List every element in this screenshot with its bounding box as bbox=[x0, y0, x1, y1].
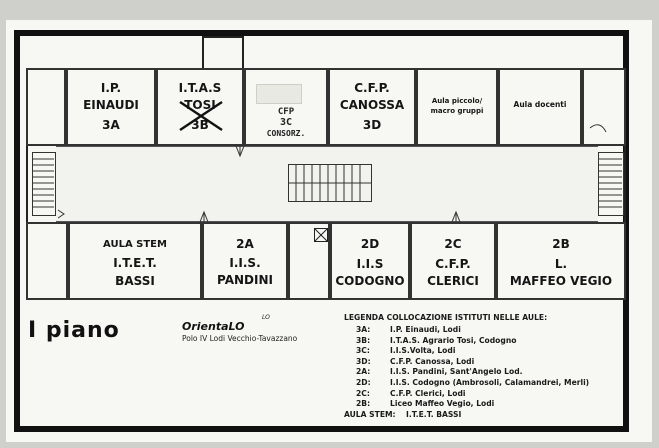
room-3a-code: 3A bbox=[102, 118, 120, 132]
room-3b-code: 3B bbox=[191, 118, 209, 132]
room-3a-line2: EINAUDI bbox=[83, 98, 139, 112]
room-aula-stem-line1: AULA STEM bbox=[103, 239, 167, 250]
utility-room-bottom-left bbox=[26, 222, 68, 300]
room-2c-line2: C.F.P. bbox=[435, 257, 471, 271]
room-2b-line2: L. bbox=[554, 257, 568, 271]
room-2c-line3: CLERICI bbox=[427, 274, 479, 288]
legend-value: I.P. Einaudi, Lodi bbox=[390, 325, 461, 334]
stair-entry-top bbox=[202, 36, 244, 70]
legend-value: I.T.E.T. BASSI bbox=[406, 409, 462, 419]
stairwell-right bbox=[598, 152, 624, 216]
legend-entry: 3B: I.T.A.S. Agrario Tosi, Codogno bbox=[356, 336, 516, 345]
tape-patch bbox=[256, 84, 302, 104]
legend-value: I.T.A.S. Agrario Tosi, Codogno bbox=[390, 335, 517, 345]
brand-name: OrientaLO bbox=[182, 320, 245, 333]
floor-label: I piano bbox=[28, 318, 120, 343]
room-3a-line1: I.P. bbox=[100, 81, 122, 95]
legend-key: 3C: bbox=[356, 346, 370, 356]
room-small-groups-line2: macro gruppi bbox=[430, 107, 484, 115]
legend-title: LEGENDA COLLOCAZIONE ISTITUTI NELLE AULE… bbox=[344, 313, 548, 322]
legend-key: 3B: bbox=[356, 335, 371, 345]
room-3c-code: CONSORZ. bbox=[266, 129, 306, 138]
room-3c-line2: 3C bbox=[279, 117, 293, 128]
room-3d-line2: CANOSSA bbox=[339, 98, 405, 112]
room-2b-code: 2B bbox=[552, 237, 570, 251]
legend-key: 2A: bbox=[356, 367, 371, 377]
brand-mark: LO bbox=[262, 314, 270, 321]
room-2a-line3: PANDINI bbox=[217, 273, 273, 287]
legend-key: 2C: bbox=[356, 388, 370, 398]
legend-key: 3A: bbox=[356, 325, 371, 334]
room-2b-line3: MAFFEO VEGIO bbox=[509, 274, 613, 288]
cross-out-mark bbox=[179, 101, 223, 131]
stairwell-left bbox=[32, 152, 56, 216]
room-teachers-line1: Aula docenti bbox=[513, 100, 567, 109]
legend-key: AULA STEM: bbox=[344, 409, 396, 419]
room-small-groups bbox=[416, 68, 498, 146]
room-3c bbox=[244, 68, 328, 146]
room-2c bbox=[410, 222, 496, 300]
room-2c-code: 2C bbox=[444, 237, 462, 251]
legend-entry: 3C: I.I.S.Volta, Lodi bbox=[356, 346, 455, 355]
room-3a bbox=[66, 68, 156, 146]
legend-value: I.I.S.Volta, Lodi bbox=[390, 346, 456, 356]
room-2a bbox=[202, 222, 288, 300]
room-3b bbox=[156, 68, 244, 146]
legend-entry: 3A: I.P. Einaudi, Lodi bbox=[356, 325, 461, 334]
room-2b bbox=[496, 222, 626, 300]
room-3d bbox=[328, 68, 416, 146]
room-2d-line2: I.I.S bbox=[356, 257, 384, 271]
room-3c-line1: CFP bbox=[277, 107, 295, 117]
room-3d-code: 3D bbox=[362, 118, 382, 132]
room-2a-line2: I.I.S. bbox=[229, 256, 261, 270]
room-small-groups-line1: Aula piccolo/ bbox=[431, 97, 483, 105]
central-staircase bbox=[288, 164, 372, 202]
subtitle: Polo IV Lodi Vecchio-Tavazzano bbox=[182, 334, 298, 343]
room-2d-code: 2D bbox=[360, 237, 380, 251]
legend-key: 2D: bbox=[356, 378, 371, 387]
legend-entry: 2C: C.F.P. Clerici, Lodi bbox=[356, 389, 466, 398]
restroom-block bbox=[288, 222, 330, 300]
legend-value: I.I.S. Pandini, Sant'Angelo Lod. bbox=[390, 367, 523, 377]
legend-entry: 2A: I.I.S. Pandini, Sant'Angelo Lod. bbox=[356, 367, 523, 376]
utility-room-top-left bbox=[26, 68, 66, 146]
room-2d bbox=[330, 222, 410, 300]
room-aula-stem-line3: BASSI bbox=[115, 274, 155, 288]
legend-value: C.F.P. Canossa, Lodi bbox=[390, 356, 475, 366]
elevator-icon bbox=[314, 228, 328, 242]
room-2a-code: 2A bbox=[236, 237, 254, 251]
room-3b-line1: I.T.A.S bbox=[178, 81, 222, 95]
legend-entry: AULA STEM: I.T.E.T. BASSI bbox=[344, 410, 461, 419]
room-3d-line1: C.F.P. bbox=[354, 81, 390, 95]
legend-value: Liceo Maffeo Vegio, Lodi bbox=[390, 399, 495, 409]
legend-entry: 3D: C.F.P. Canossa, Lodi bbox=[356, 357, 474, 366]
legend-key: 2B: bbox=[356, 399, 371, 409]
corridor bbox=[56, 146, 598, 222]
legend-key: 3D: bbox=[356, 356, 371, 366]
legend-entry: 2B: Liceo Maffeo Vegio, Lodi bbox=[356, 399, 494, 408]
legend-value: I.I.S. Codogno (Ambrosoli, Calamandrei, … bbox=[390, 378, 590, 387]
room-2d-line3: CODOGNO bbox=[335, 274, 405, 288]
room-aula-stem-line2: I.T.E.T. bbox=[113, 256, 157, 270]
room-teachers bbox=[498, 68, 582, 146]
room-3b-line2: TOSI bbox=[184, 98, 216, 112]
legend-entry: 2D: I.I.S. Codogno (Ambrosoli, Calamandre… bbox=[356, 378, 589, 387]
utility-room-top-right bbox=[582, 68, 626, 146]
room-aula-stem bbox=[68, 222, 202, 300]
legend-value: C.F.P. Clerici, Lodi bbox=[390, 388, 466, 398]
sign-border bbox=[14, 30, 629, 432]
